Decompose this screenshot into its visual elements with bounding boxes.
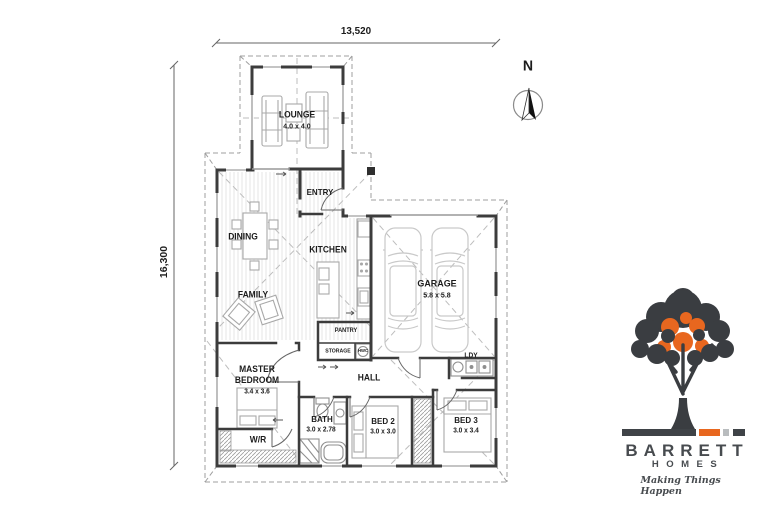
wardrobe-hatch-layer xyxy=(219,398,432,464)
roof-outline-layer xyxy=(204,55,508,483)
north-compass xyxy=(512,87,544,122)
dimension-lines xyxy=(169,38,501,471)
dimension-height-label: 16,300 xyxy=(157,245,170,279)
room-size-bed2: 3.0 x 3.0 xyxy=(370,428,396,436)
garage-cars xyxy=(383,227,470,353)
north-label: N xyxy=(522,57,534,75)
room-size-bed3: 3.0 x 3.4 xyxy=(453,427,479,435)
room-size-garage: 5.8 x 5.8 xyxy=(423,290,451,300)
room-label-entry: ENTRY xyxy=(306,186,334,197)
room-size-master-bedroom: 3.4 x 3.6 xyxy=(244,388,270,396)
logo-homes-text: HOMES xyxy=(651,459,725,470)
logo-tree xyxy=(622,288,745,436)
room-label-pantry: PANTRY xyxy=(334,328,358,334)
room-label-bath: BATH xyxy=(311,413,333,424)
room-label-hall: HALL xyxy=(357,372,381,383)
logo-brand-text: BARRETT xyxy=(625,441,749,460)
room-label-storage: STORAGE xyxy=(325,348,351,355)
room-size-bath: 3.0 x 2.78 xyxy=(306,426,336,434)
room-label-master-bedroom: MASTER BEDROOM xyxy=(234,364,280,385)
room-label-kitchen: KITCHEN xyxy=(309,244,347,255)
room-label-family: FAMILY xyxy=(237,289,269,300)
porch-post xyxy=(367,167,375,175)
ridge-lines-layer xyxy=(206,58,495,465)
room-label-wr: W/R xyxy=(249,434,267,445)
room-label-bed3: BED 3 xyxy=(454,414,478,425)
room-label-lounge: LOUNGE xyxy=(278,109,316,120)
flow-arrows xyxy=(272,171,355,423)
furniture-layer xyxy=(222,91,494,464)
room-size-lounge: 4.0 x 4.0 xyxy=(283,121,311,131)
room-label-hwc: HWC xyxy=(357,347,369,353)
room-label-ldy: LDY xyxy=(464,352,478,360)
dimension-width-label: 13,520 xyxy=(340,24,372,37)
room-label-dining: DINING xyxy=(228,231,258,242)
doors-layer xyxy=(266,187,458,448)
windows-layer xyxy=(215,65,498,468)
room-label-garage: GARAGE xyxy=(417,278,457,290)
logo-bar xyxy=(622,429,745,436)
room-label-bed2: BED 2 xyxy=(371,415,395,426)
logo-tagline: Making Things Happen xyxy=(640,475,721,497)
tree-trunk xyxy=(671,398,695,429)
